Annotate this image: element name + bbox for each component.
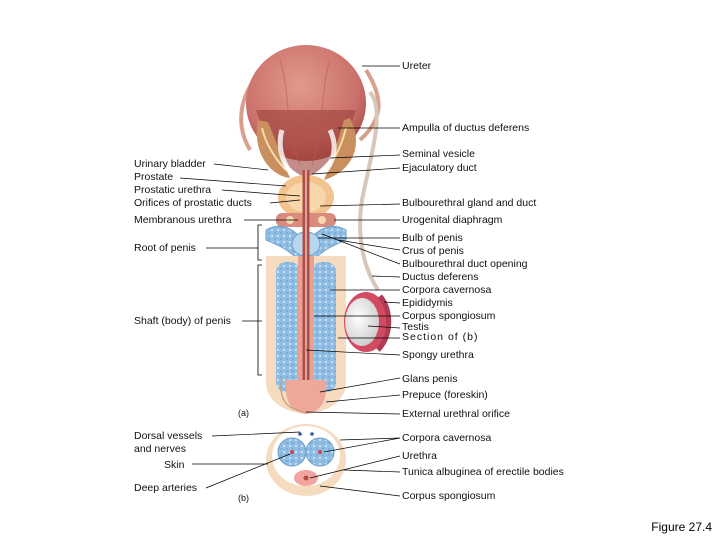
label-corpus-spongiosum-b: Corpus spongiosum bbox=[402, 490, 496, 502]
label-section-b: Section of (b) bbox=[402, 331, 479, 343]
label-ampulla: Ampulla of ductus deferens bbox=[402, 122, 530, 134]
label-shaft: Shaft (body) of penis bbox=[134, 315, 231, 327]
label-testis: Testis bbox=[402, 321, 429, 333]
label-bulbourethral-opening: Bulbourethral duct opening bbox=[402, 258, 528, 270]
label-dorsal-vessels-1: Dorsal vessels bbox=[134, 430, 203, 442]
label-corpora-cavernosa: Corpora cavernosa bbox=[402, 284, 492, 296]
label-ductus-deferens: Ductus deferens bbox=[402, 271, 479, 283]
label-urinary-bladder: Urinary bladder bbox=[134, 158, 206, 170]
label-urogenital-diaphragm: Urogenital diaphragm bbox=[402, 214, 503, 226]
label-ureter: Ureter bbox=[402, 60, 432, 72]
figure-label: Figure 27.4 bbox=[651, 520, 712, 534]
label-bulb-of-penis: Bulb of penis bbox=[402, 232, 463, 244]
label-prostate: Prostate bbox=[134, 171, 174, 183]
urinary-bladder-shape bbox=[246, 45, 366, 178]
label-dorsal-vessels-2: and nerves bbox=[134, 443, 186, 455]
label-root-of-penis: Root of penis bbox=[134, 242, 196, 254]
testis-shape bbox=[344, 292, 392, 352]
ductus-deferens-shape bbox=[358, 90, 380, 292]
label-prostatic-urethra: Prostatic urethra bbox=[134, 184, 212, 196]
label-deep-arteries: Deep arteries bbox=[134, 482, 198, 494]
label-orifices-prostatic: Orifices of prostatic ducts bbox=[134, 197, 252, 209]
seminal-vesicle-shape bbox=[256, 118, 356, 181]
panel-a-label: (a) bbox=[238, 408, 249, 418]
label-brackets bbox=[257, 224, 262, 376]
label-membranous-urethra: Membranous urethra bbox=[134, 214, 232, 226]
glans-penis-shape bbox=[280, 377, 327, 414]
label-bulbourethral-gland: Bulbourethral gland and duct bbox=[402, 197, 537, 209]
cross-section-b bbox=[266, 424, 346, 496]
label-glans-penis: Glans penis bbox=[402, 373, 458, 385]
label-seminal-vesicle: Seminal vesicle bbox=[402, 148, 475, 160]
label-tunica-albuginea: Tunica albuginea of erectile bodies bbox=[402, 466, 564, 478]
label-skin: Skin bbox=[164, 459, 185, 471]
panel-b-label: (b) bbox=[238, 493, 249, 503]
label-ejaculatory-duct: Ejaculatory duct bbox=[402, 162, 477, 174]
label-corpus-spongiosum: Corpus spongiosum bbox=[402, 310, 496, 322]
label-crus-of-penis: Crus of penis bbox=[402, 245, 464, 257]
label-corpora-cavernosa-b: Corpora cavernosa bbox=[402, 432, 492, 444]
label-urethra-b: Urethra bbox=[402, 450, 438, 462]
label-external-orifice: External urethral orifice bbox=[402, 408, 510, 420]
leader-lines bbox=[179, 65, 401, 497]
label-spongy-urethra: Spongy urethra bbox=[402, 349, 474, 361]
label-prepuce: Prepuce (foreskin) bbox=[402, 389, 488, 401]
label-epididymis: Epididymis bbox=[402, 297, 453, 309]
